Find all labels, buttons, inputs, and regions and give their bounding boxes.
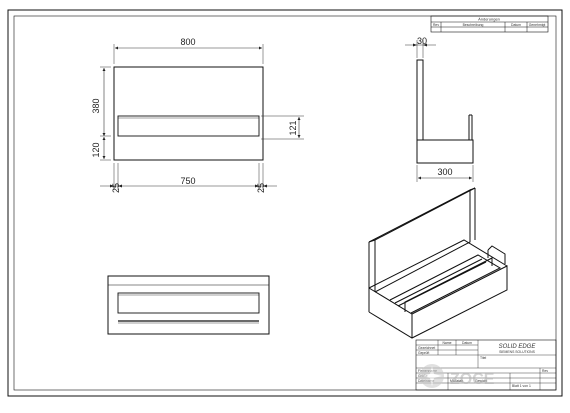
watermark-text: ZOCE (450, 371, 495, 388)
front-view: 800 380 120 750 25 25 121 (91, 37, 304, 193)
dim-height-120: 120 (91, 142, 101, 157)
side-view: 30 300 (405, 36, 474, 182)
watermark: ZOCE (420, 364, 495, 388)
revision-header-date: Datum (511, 23, 521, 27)
revision-header-approved: Genehmigt (529, 23, 546, 27)
title-block-row-weight: Gewicht (475, 379, 487, 383)
inner-border (13, 15, 557, 391)
title-block-row-drawn: Gezeichnet (418, 346, 435, 350)
solid-edge-subtitle: SIEMENS SOLUTIONS (499, 350, 536, 354)
title-block-col-name: Name (442, 341, 451, 345)
revision-table-title: Änderungen (478, 17, 500, 22)
outer-border (7, 9, 563, 397)
title-block-row-sheet: Blatt 1 von 1 (512, 384, 531, 388)
title-block-row-title: Titel (480, 356, 487, 360)
revision-table: Änderungen Rev Beschreibung Datum Genehm… (430, 15, 549, 33)
solid-edge-logo: SOLID EDGE (499, 344, 537, 350)
isometric-view (368, 187, 508, 339)
dim-width-800: 800 (180, 37, 195, 47)
revision-header-rev: Rev (433, 23, 439, 27)
revision-header-description: Beschreibung (463, 23, 484, 27)
dim-height-380: 380 (91, 98, 101, 113)
dim-thickness-30: 30 (417, 36, 427, 46)
title-block-col-date: Datum (462, 341, 472, 345)
title-block-row-checked: Geprüft (418, 351, 429, 355)
dim-inner-750: 750 (180, 176, 195, 186)
title-block-row-rev: Rev (542, 369, 548, 373)
watermark-star-icon (422, 366, 442, 386)
dim-offset-left-25: 25 (111, 183, 121, 193)
dim-tray-121: 121 (288, 120, 298, 135)
dim-offset-right-25: 25 (256, 183, 266, 193)
dim-depth-300: 300 (437, 167, 452, 177)
title-block-row-scale: Maßstab (450, 379, 463, 383)
top-view (107, 275, 270, 335)
